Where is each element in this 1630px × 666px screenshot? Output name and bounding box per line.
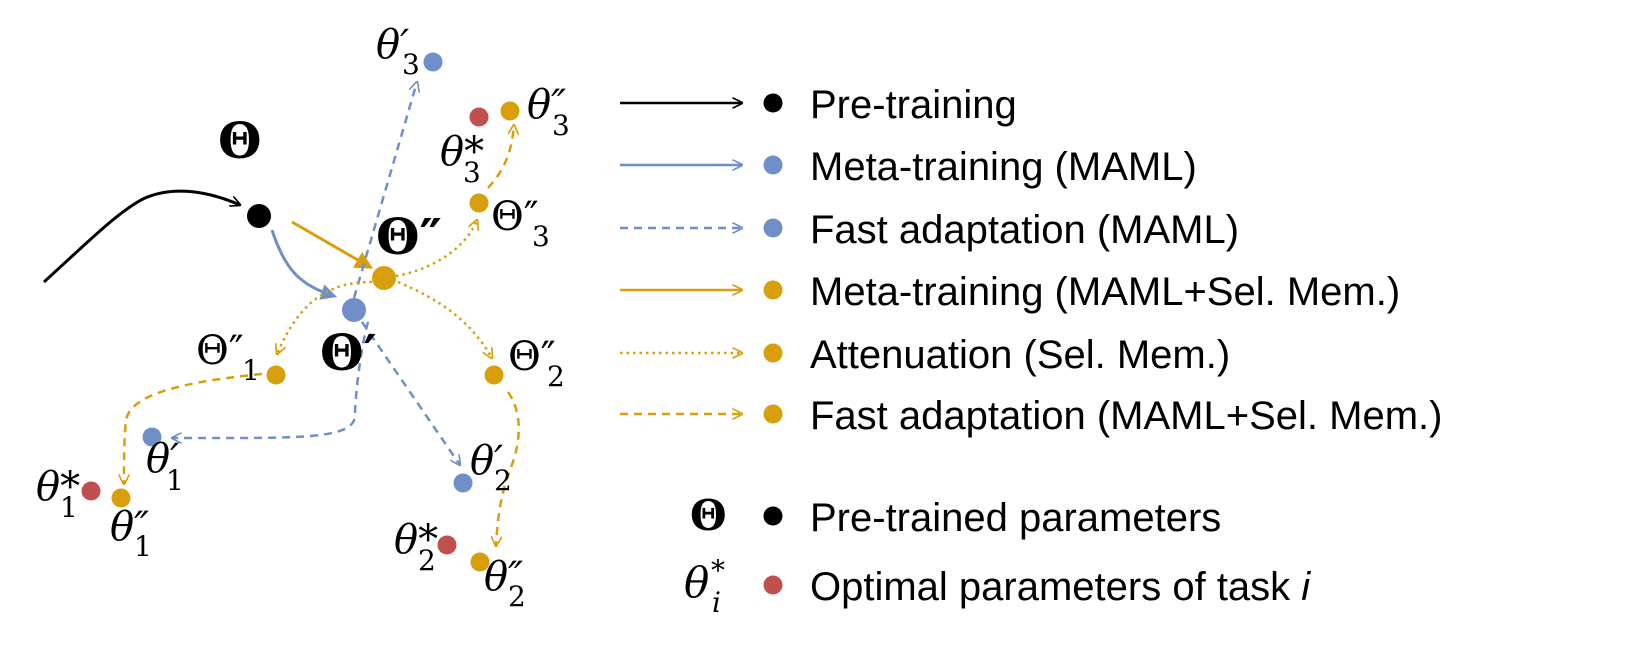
- legend: Pre-training Meta-training (MAML) Fast a…: [620, 83, 1442, 619]
- label-theta2-prime: θ′ 2: [470, 438, 512, 497]
- svg-text:θ*: θ*: [440, 129, 484, 175]
- legend-label-selmem-meta-training: Meta-training (MAML+Sel. Mem.): [810, 270, 1400, 314]
- node-Theta-dprime: [372, 266, 396, 290]
- label-theta3-prime: θ′ 3: [376, 22, 420, 81]
- legend-item-maml-fast-adaptation: Fast adaptation (MAML): [620, 208, 1239, 252]
- legend-label-optimal-prefix: Optimal parameters of task: [810, 565, 1301, 609]
- legend-label-attenuation: Attenuation (Sel. Mem.): [810, 333, 1230, 377]
- svg-text:1: 1: [134, 530, 152, 563]
- label-theta1-prime: θ′ 1: [146, 436, 184, 497]
- node-theta3-star: [469, 107, 489, 127]
- legend-symbol-pretrained: Θ Pre-trained parameters: [690, 491, 1221, 540]
- attenuation-1: [277, 280, 373, 354]
- node-theta1-star: [81, 481, 101, 501]
- svg-text:3: 3: [552, 109, 570, 142]
- svg-text:1: 1: [60, 491, 78, 524]
- legend-label-optimal-italic: i: [1301, 565, 1311, 609]
- svg-text:Θ″: Θ″: [196, 328, 244, 374]
- svg-text:3: 3: [532, 220, 550, 253]
- legend-dot-black: [763, 93, 783, 113]
- svg-text:θ*: θ*: [36, 464, 80, 510]
- svg-text:θ″: θ″: [110, 504, 149, 550]
- legend-symbol-optimal: θ * i Optimal parameters of task i: [684, 554, 1311, 619]
- selmem-fast-adapt-3: [487, 125, 514, 189]
- attenuation-3: [395, 220, 477, 278]
- svg-text:2: 2: [547, 360, 565, 393]
- svg-text:3: 3: [402, 48, 420, 81]
- label-theta2-dprime: θ″ 2: [484, 554, 526, 613]
- pretraining-arrow: [42, 189, 240, 284]
- label-Theta: Θ: [218, 111, 262, 170]
- legend-item-selmem-fast-adaptation: Fast adaptation (MAML+Sel. Mem.): [620, 394, 1442, 438]
- legend-item-maml-meta-training: Meta-training (MAML): [620, 145, 1197, 189]
- legend-label-selmem-fast-adaptation: Fast adaptation (MAML+Sel. Mem.): [810, 394, 1442, 438]
- label-Theta-dprime: Θ″: [376, 207, 442, 266]
- legend-label-maml-fast-adaptation: Fast adaptation (MAML): [810, 208, 1239, 252]
- node-theta2-prime: [453, 473, 473, 493]
- node-theta3-prime: [423, 52, 443, 72]
- legend-symbol-Theta: Θ: [690, 491, 727, 540]
- svg-text:θ″: θ″: [527, 82, 566, 128]
- node-Theta-prime: [342, 298, 366, 322]
- legend-symbol-theta: θ: [684, 558, 709, 607]
- svg-text:1: 1: [242, 354, 260, 387]
- attenuation-2: [397, 280, 492, 358]
- legend-item-selmem-meta-training: Meta-training (MAML+Sel. Mem.): [620, 270, 1400, 314]
- legend-label-pretraining: Pre-training: [810, 83, 1017, 127]
- legend-dot-blue: [763, 218, 783, 238]
- svg-text:1: 1: [166, 464, 184, 497]
- diagram: Θ Θ′ Θ″ Θ″ 1 Θ″ 2 Θ″ 3 θ′ 3 θ′ 1 θ′ 2 θ″: [36, 22, 570, 613]
- legend-dot-red: [763, 575, 783, 595]
- svg-text:θ″: θ″: [484, 554, 523, 600]
- legend-item-attenuation: Attenuation (Sel. Mem.): [620, 333, 1230, 377]
- maml-fast-adapt-1: [172, 321, 370, 438]
- label-Theta-prime: Θ′: [320, 323, 377, 382]
- svg-text:Θ″: Θ″: [491, 194, 539, 240]
- maml-meta-training-arrow: [270, 229, 338, 300]
- selmem-meta-training-arrow: [291, 220, 374, 269]
- node-Theta1-dprime: [266, 365, 286, 385]
- legend-label-pretrained: Pre-trained parameters: [810, 496, 1221, 540]
- maml-fast-adapt-2: [360, 321, 460, 465]
- node-theta1-prime: [142, 427, 162, 447]
- svg-text:3: 3: [463, 156, 481, 189]
- node-Theta: [247, 204, 271, 228]
- svg-text:θ*: θ*: [394, 517, 438, 563]
- legend-label-maml-meta-training: Meta-training (MAML): [810, 145, 1197, 189]
- maml-fast-adapt-3: [352, 82, 417, 299]
- node-theta2-star: [437, 535, 457, 555]
- node-Theta3-dprime: [469, 193, 489, 213]
- legend-symbol-star: *: [711, 554, 725, 587]
- label-theta2-star: θ* 2: [394, 517, 438, 577]
- legend-label-optimal: Optimal parameters of task i: [810, 565, 1311, 609]
- label-theta1-star: θ* 1: [36, 464, 80, 524]
- node-theta1-dprime: [111, 488, 131, 508]
- node-Theta2-dprime: [484, 365, 504, 385]
- selmem-fast-adapt-1: [124, 372, 263, 484]
- legend-symbol-sub-i: i: [712, 586, 721, 619]
- svg-text:θ′: θ′: [376, 22, 409, 68]
- selmem-fast-adapt-2: [496, 391, 520, 546]
- svg-text:2: 2: [418, 544, 436, 577]
- legend-dot-gold: [763, 343, 783, 363]
- label-theta3-dprime: θ″ 3: [527, 82, 570, 142]
- svg-text:2: 2: [508, 580, 526, 613]
- legend-dot-gold: [763, 404, 783, 424]
- legend-dot-blue: [763, 155, 783, 175]
- label-Theta2-dprime: Θ″ 2: [508, 334, 565, 393]
- label-theta1-dprime: θ″ 1: [110, 504, 152, 563]
- legend-dot-black: [763, 506, 783, 526]
- svg-text:2: 2: [494, 464, 512, 497]
- node-theta3-dprime: [500, 101, 520, 121]
- svg-text:Θ″: Θ″: [508, 334, 556, 380]
- legend-item-pretraining: Pre-training: [620, 83, 1017, 127]
- legend-dot-gold: [763, 280, 783, 300]
- svg-text:θ′: θ′: [470, 438, 503, 484]
- node-theta2-dprime: [470, 552, 490, 572]
- label-theta3-star: θ* 3: [440, 129, 484, 189]
- label-Theta1-dprime: Θ″ 1: [196, 328, 260, 387]
- svg-text:θ′: θ′: [146, 436, 179, 482]
- label-Theta3-dprime: Θ″ 3: [491, 194, 550, 253]
